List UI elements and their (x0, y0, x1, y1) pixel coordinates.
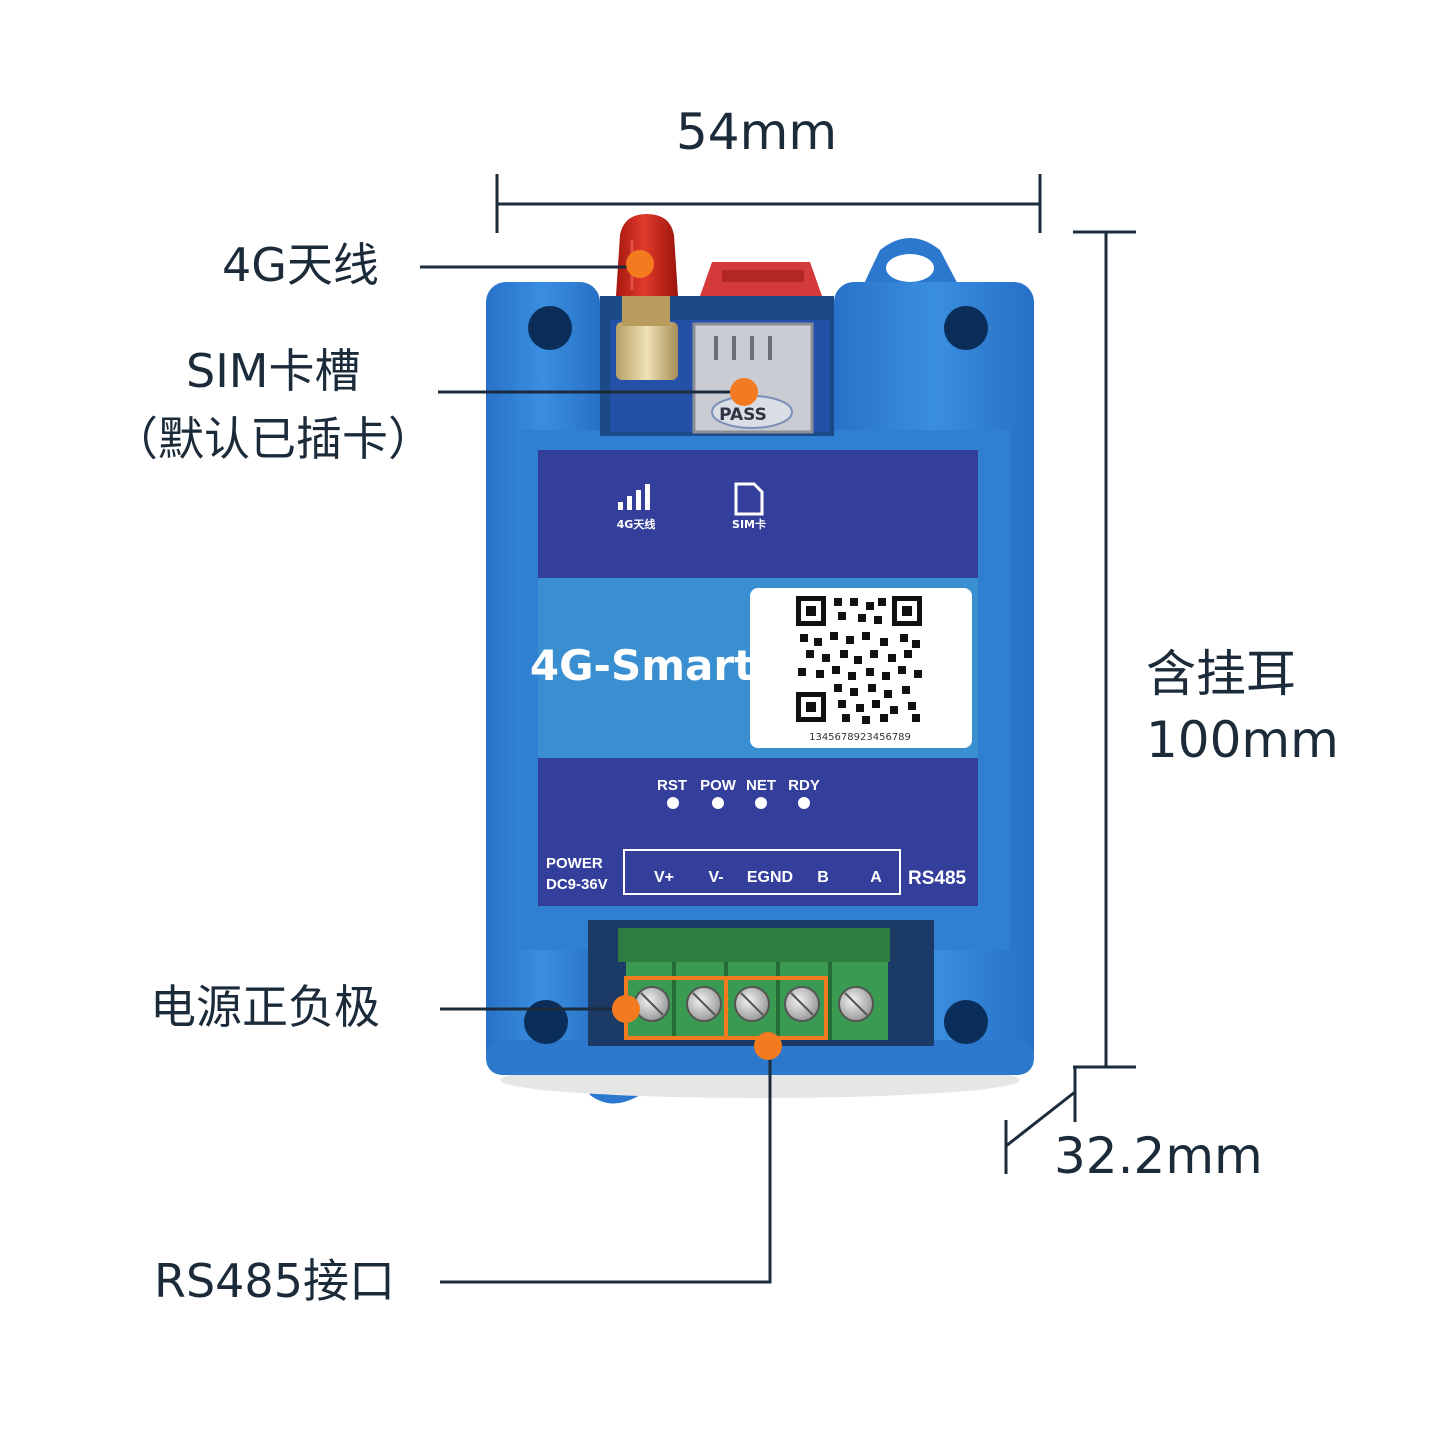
antenna-icon-label: 4G天线 (617, 517, 656, 531)
sim-callout-dot (730, 378, 758, 406)
terminal-label-vminus: V- (708, 869, 723, 886)
sim-icon-label: SIM卡 (732, 517, 766, 531)
antenna-callout-dot (626, 250, 654, 278)
led-label-pow: POW (700, 777, 737, 794)
led-rst (667, 797, 679, 809)
sim-slot-callout-note: （默认已插卡） (112, 412, 434, 466)
depth-dimension (1004, 1067, 1077, 1174)
interface-label: RS485 (908, 868, 967, 889)
sim-card-icon (734, 482, 764, 516)
height-dimension (1073, 230, 1136, 1069)
terminal-label-vplus: V+ (654, 869, 674, 886)
terminal-screws (634, 986, 874, 1022)
callout-dots (612, 250, 782, 1060)
sim-slot-callout-label: SIM卡槽 (186, 344, 361, 398)
width-dimension (495, 174, 1042, 233)
terminal-label-b: B (817, 869, 829, 886)
led-labels: RST POW NET RDY (657, 777, 820, 794)
led-label-rdy: RDY (788, 777, 820, 794)
sim-sticker-text: PASS (719, 405, 767, 425)
mount-hole-top-right (944, 306, 988, 350)
mount-hole-top-left (528, 306, 572, 350)
top-cavity: PASS (600, 214, 834, 436)
signal-icon (618, 484, 650, 510)
led-net (755, 797, 767, 809)
callout-lines (420, 265, 772, 1284)
antenna-callout-label: 4G天线 (222, 238, 379, 292)
qr-number: 1345678923456789 (809, 732, 911, 743)
led-rdy (798, 797, 810, 809)
led-label-net: NET (746, 777, 776, 794)
qr-code (796, 596, 922, 724)
power-voltage-label: DC9-36V (546, 876, 608, 893)
mount-hole-bottom-right (944, 1000, 988, 1044)
terminal-label-a: A (870, 869, 882, 886)
brand-name: 4G-Smart (530, 641, 754, 690)
height-dimension-label-line2: 100mm (1146, 711, 1339, 769)
mount-hole-bottom-left (524, 1000, 568, 1044)
front-label: 4G天线 SIM卡 4G-Smart 1345 (530, 450, 978, 906)
led-label-rst: RST (657, 777, 687, 794)
rs485-callout-label: RS485接口 (154, 1254, 395, 1308)
led-indicators (667, 797, 810, 809)
power-label: POWER (546, 855, 603, 872)
width-dimension-label: 54mm (676, 103, 838, 161)
depth-dimension-label: 32.2mm (1054, 1127, 1263, 1185)
antenna-base (616, 322, 678, 380)
power-callout-label: 电源正负极 (150, 980, 380, 1034)
height-dimension-label-line1: 含挂耳 (1146, 645, 1296, 703)
power-callout-dot (612, 995, 640, 1023)
terminal-block (588, 920, 934, 1046)
terminal-label-egnd: EGND (747, 869, 793, 886)
rs485-callout-dot (754, 1032, 782, 1060)
led-pow (712, 797, 724, 809)
